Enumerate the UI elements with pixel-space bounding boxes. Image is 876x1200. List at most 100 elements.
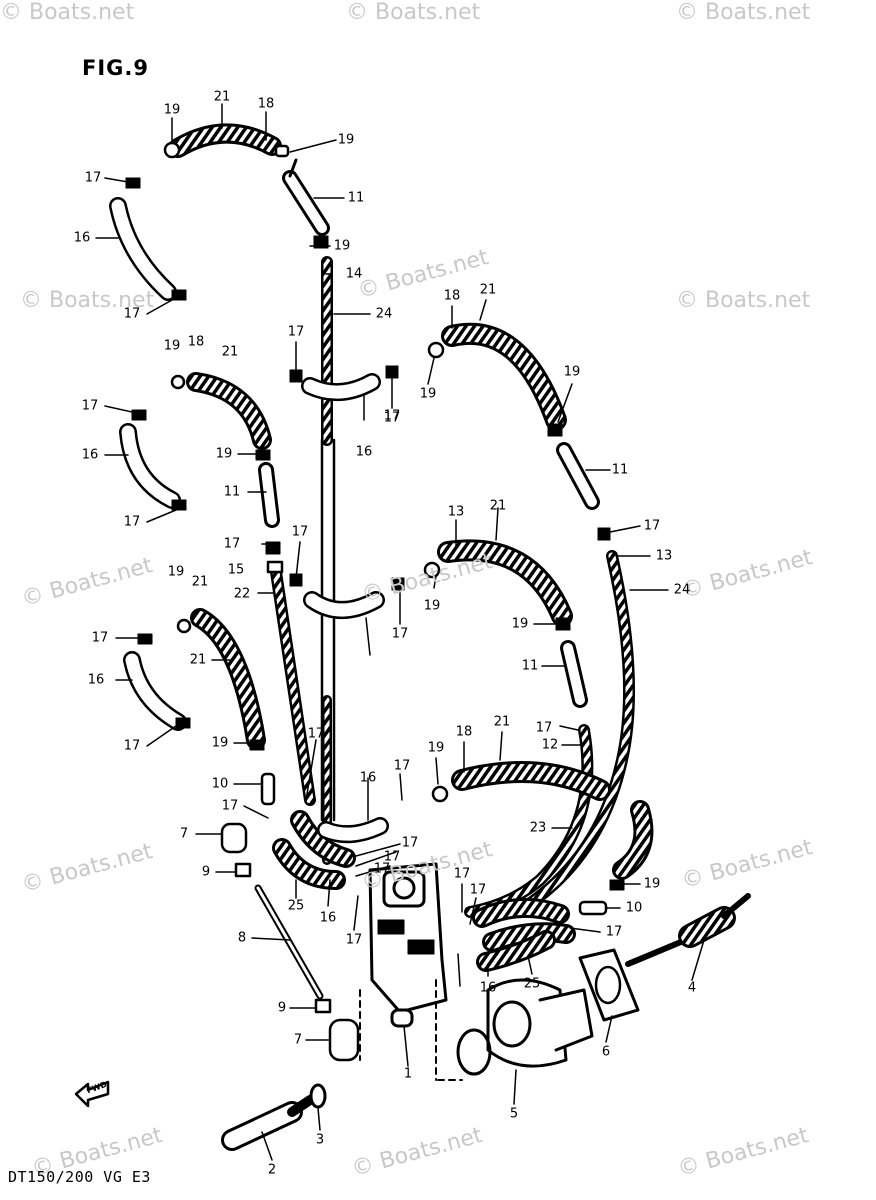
figure-title: FIG.9: [82, 56, 149, 80]
callout-14: 14: [345, 266, 363, 282]
callout-16: 16: [319, 910, 337, 926]
check-valve-10-b: [578, 900, 608, 916]
callout-10: 10: [625, 900, 643, 916]
drive-shaft-2: [221, 1095, 315, 1151]
fuel-hose-16-a: [109, 197, 177, 301]
fuel-pump-1: [368, 862, 448, 1028]
joint-19-g: [547, 423, 563, 437]
nut-9-b: [314, 998, 332, 1014]
clip-19-j: [431, 785, 449, 803]
callout-15: 15: [227, 562, 245, 578]
callout-17: 17: [221, 798, 239, 814]
fuel-hose-21-b: [186, 372, 272, 450]
fuel-hose-16-e: [123, 651, 187, 731]
callout-19: 19: [511, 616, 529, 632]
callout-17: 17: [383, 410, 401, 426]
model-label: DT150/200 VG E3: [8, 1168, 151, 1186]
fwd-arrow-icon: [74, 1080, 110, 1108]
callout-19: 19: [211, 735, 229, 751]
callout-19: 19: [563, 364, 581, 380]
callout-8: 8: [237, 930, 247, 946]
joint-19-k: [609, 879, 625, 891]
callout-18: 18: [455, 724, 473, 740]
clip-17-l: [597, 527, 611, 541]
fuel-hose-21-right-low: [451, 761, 611, 801]
clip-17-a: [125, 177, 141, 189]
callout-21: 21: [191, 574, 209, 590]
callout-17: 17: [535, 720, 553, 736]
callout-7: 7: [293, 1032, 303, 1048]
callout-17: 17: [383, 849, 401, 865]
cap-7-b: [328, 1018, 360, 1062]
watermark: © Boats.net: [20, 288, 155, 313]
fuel-hose-right-curl: [612, 800, 654, 880]
callout-16: 16: [355, 444, 373, 460]
callout-18: 18: [257, 96, 275, 112]
callout-16: 16: [359, 770, 377, 786]
callout-13: 13: [655, 548, 673, 564]
gear-shaft-4: [625, 893, 751, 967]
callout-21: 21: [213, 89, 231, 105]
fuel-hose-16-f: [317, 817, 389, 844]
fuel-hose-25-right: [472, 897, 576, 972]
watermark: © Boats.net: [676, 0, 811, 25]
fuel-hose-24-long: [320, 256, 336, 865]
joint-19-i: [555, 617, 571, 631]
cap-7-a: [220, 822, 248, 854]
callout-22: 22: [233, 586, 251, 602]
callout-17: 17: [643, 518, 661, 534]
watermark: © Boats.net: [0, 0, 135, 25]
watermark: © Boats.net: [676, 288, 811, 313]
clip-19-f: [427, 341, 445, 359]
callout-16: 16: [81, 447, 99, 463]
leader-lines: [95, 103, 705, 1161]
fuel-hose-22: [270, 566, 316, 806]
fuel-hose-24-right: [514, 550, 636, 916]
callout-9: 9: [201, 864, 211, 880]
callout-19: 19: [419, 386, 437, 402]
callout-17: 17: [307, 726, 325, 742]
callout-17: 17: [91, 630, 109, 646]
dashed-outline: [359, 979, 463, 1081]
callout-11: 11: [347, 190, 365, 206]
callout-19: 19: [215, 446, 233, 462]
callout-21: 21: [493, 714, 511, 730]
clip-17-f: [131, 409, 147, 421]
clip-17-i: [391, 577, 405, 591]
callout-17: 17: [291, 524, 309, 540]
callout-11: 11: [521, 658, 539, 674]
fuel-hose-16-d: [303, 591, 385, 619]
callout-19: 19: [427, 740, 445, 756]
callout-24: 24: [673, 582, 691, 598]
gasket-6: [578, 948, 640, 1022]
callout-16: 16: [73, 230, 91, 246]
callout-21: 21: [479, 282, 497, 298]
callout-17: 17: [453, 866, 471, 882]
fuel-hose-23: [464, 724, 594, 918]
callout-17: 17: [373, 861, 391, 877]
callout-10: 10: [211, 776, 229, 792]
clip-17-b: [171, 289, 187, 301]
callout-19: 19: [337, 132, 355, 148]
callout-19: 19: [643, 876, 661, 892]
fuel-filter-11-a: [282, 170, 330, 249]
fuel-hose-16-b: [301, 373, 381, 402]
callout-24: 24: [375, 306, 393, 322]
callout-25: 25: [523, 976, 541, 992]
callout-25: 25: [287, 898, 305, 914]
joint-15: [266, 560, 284, 574]
fuel-filter-11-b: [258, 462, 280, 528]
callout-16: 16: [479, 980, 497, 996]
callout-21: 21: [189, 652, 207, 668]
callout-17: 17: [391, 626, 409, 642]
callout-13: 13: [447, 504, 465, 520]
clip-19-h: [423, 561, 441, 579]
callout-23: 23: [529, 820, 547, 836]
joint-19-c: [255, 449, 271, 461]
callout-17: 17: [287, 324, 305, 340]
clip-17-d: [385, 365, 399, 379]
callout-17: 17: [223, 536, 241, 552]
callout-19: 19: [167, 564, 185, 580]
callout-17: 17: [605, 924, 623, 940]
callout-11: 11: [223, 484, 241, 500]
